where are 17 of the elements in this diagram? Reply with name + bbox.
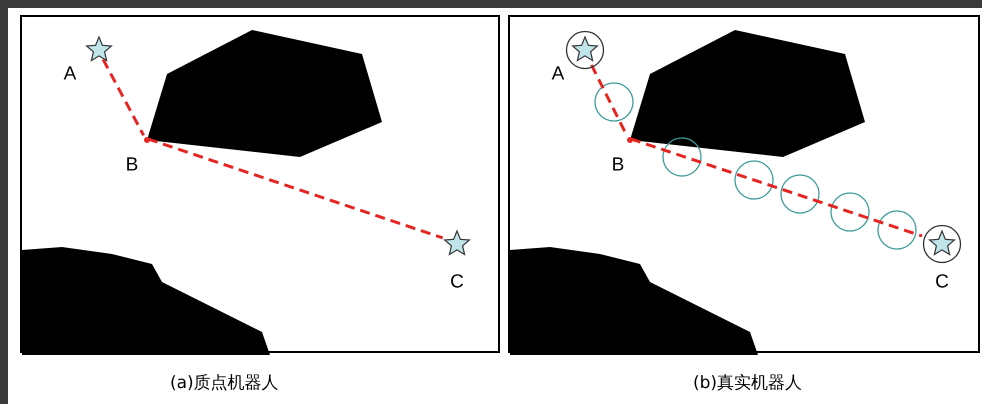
path-waypoint xyxy=(627,137,633,143)
path-segment xyxy=(102,58,145,136)
point-label: C xyxy=(935,272,949,292)
point-label: B xyxy=(612,156,624,174)
star-in-circle xyxy=(922,224,962,264)
path-segment xyxy=(147,138,444,240)
path-waypoint xyxy=(144,137,150,143)
path-segment xyxy=(630,138,922,238)
point-label: C xyxy=(450,272,464,292)
panel-caption: (b)真实机器人 xyxy=(693,373,802,394)
scene-panel xyxy=(20,15,500,353)
point-label: A xyxy=(64,64,76,84)
point-label: A xyxy=(552,64,564,84)
point-label: B xyxy=(126,156,138,174)
star-in-circle xyxy=(565,30,605,70)
scene-panel xyxy=(508,15,980,353)
panel-caption: (a)质点机器人 xyxy=(170,373,279,394)
